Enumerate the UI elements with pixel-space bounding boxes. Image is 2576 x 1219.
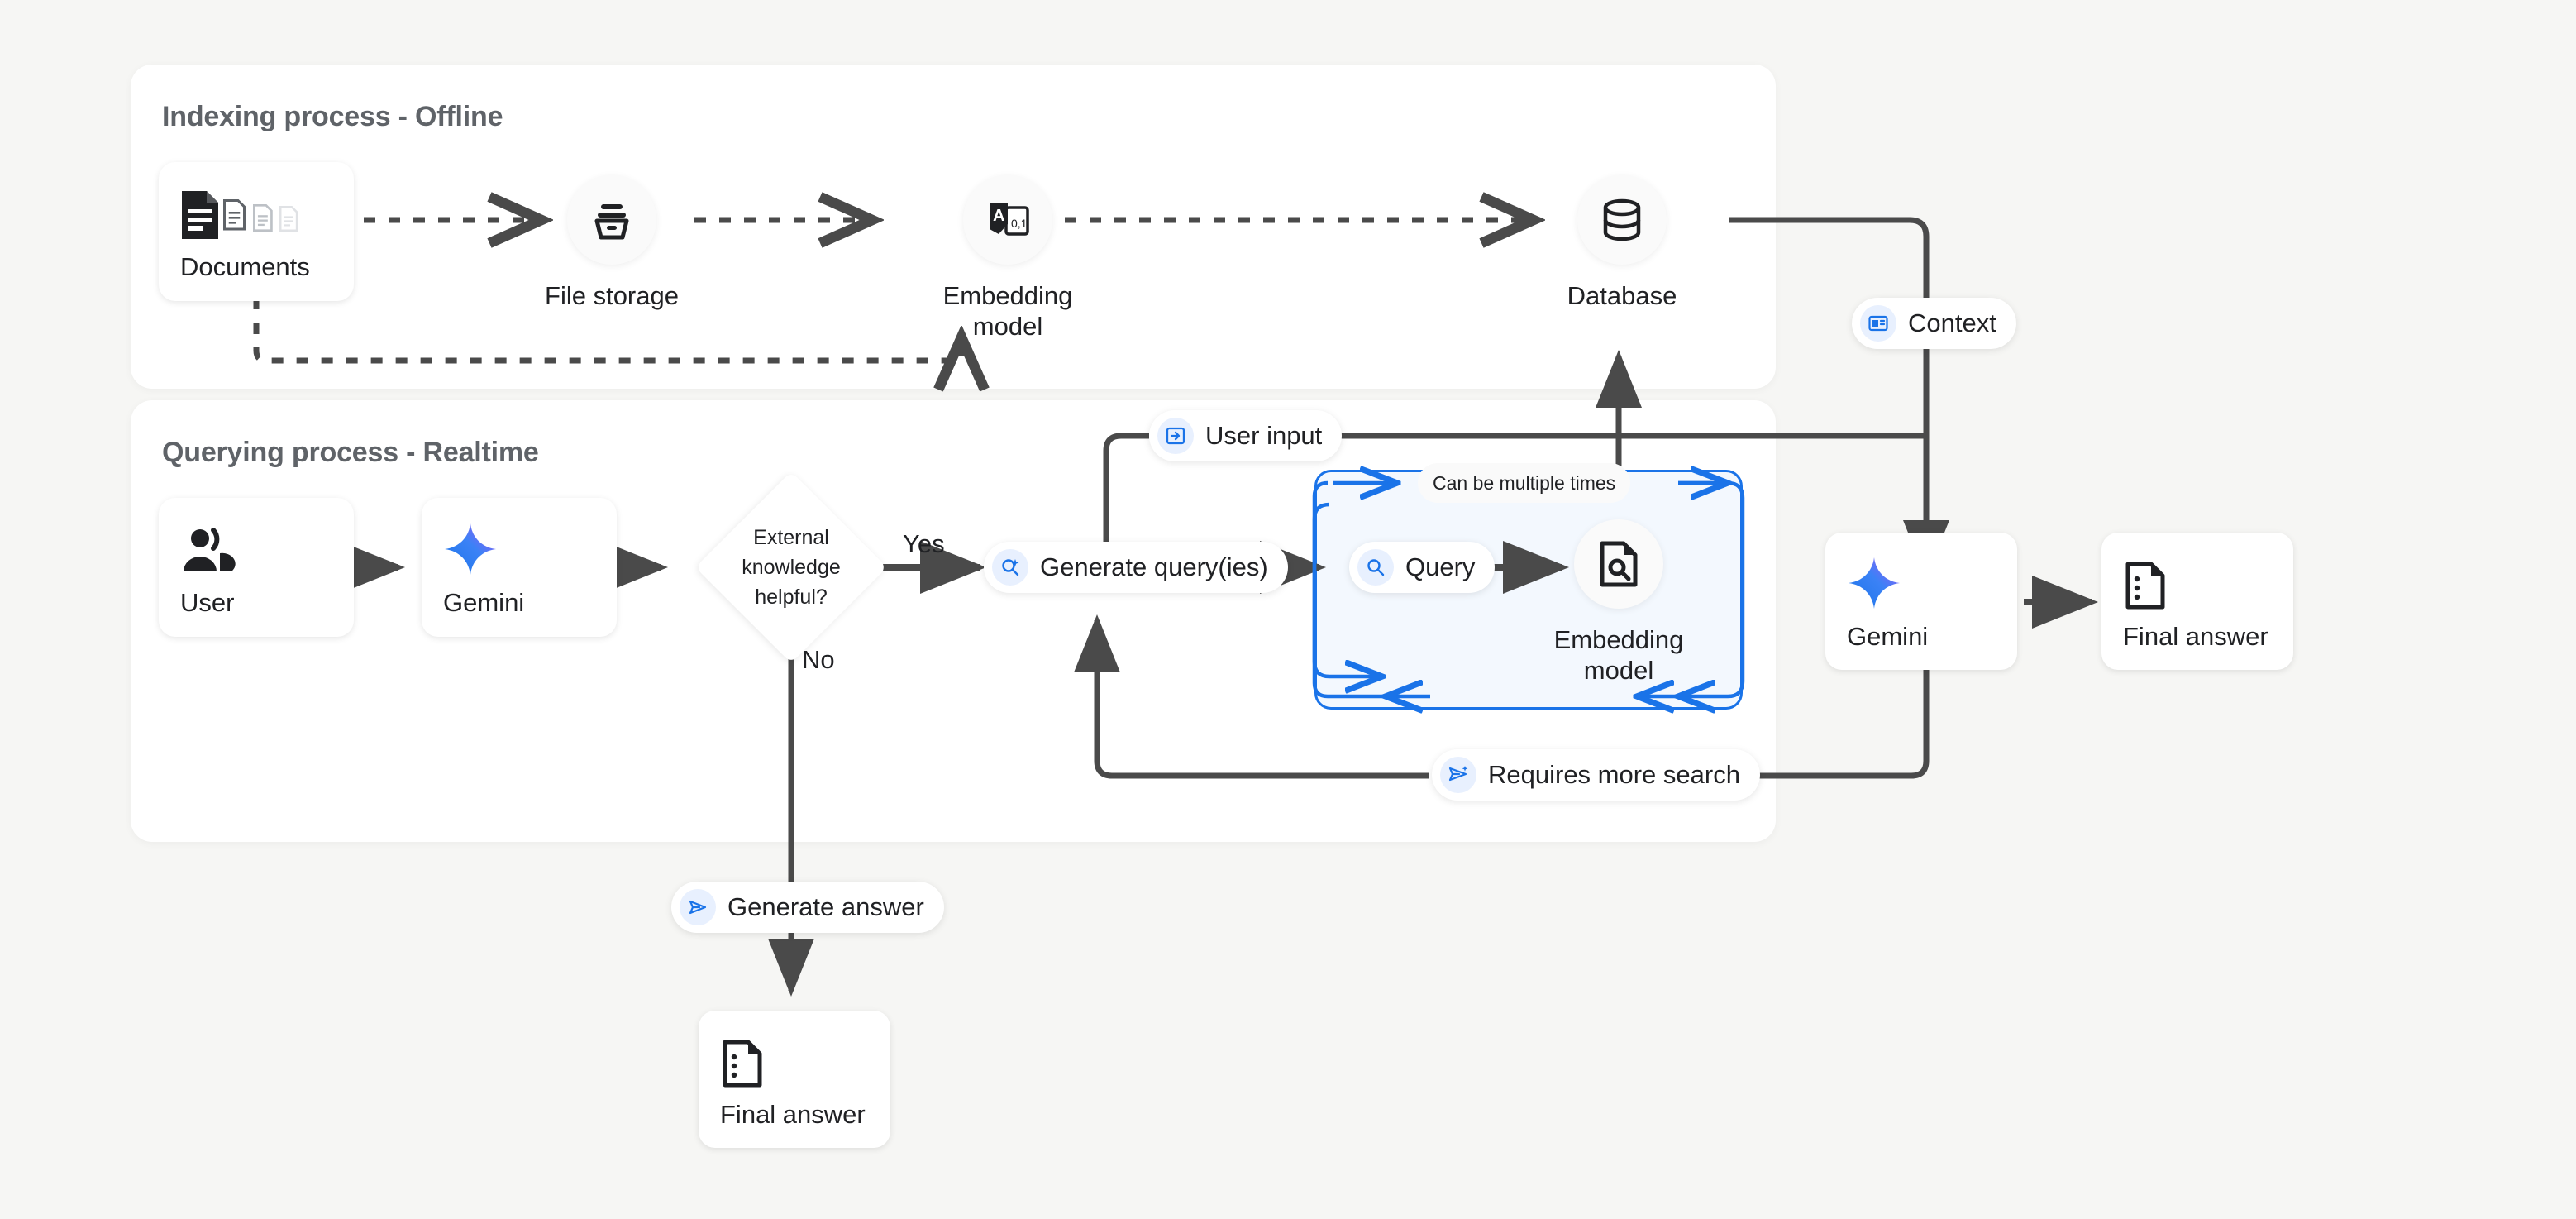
final-answer-right-label: Final answer xyxy=(2123,622,2268,651)
decision-label: External knowledge helpful? xyxy=(742,525,841,610)
answer-doc-icon xyxy=(2123,551,2293,610)
documents-icon xyxy=(180,181,354,241)
gemini-label: Gemini xyxy=(443,588,525,617)
node-embedding-model-indexing[interactable]: 0,1 A Embedding model xyxy=(917,175,1099,342)
node-database[interactable]: Database xyxy=(1531,175,1713,312)
chip-context[interactable]: Context xyxy=(1852,298,2016,349)
chip-requires-more-search[interactable]: Requires more search xyxy=(1432,749,1760,801)
requires-more-search-label: Requires more search xyxy=(1488,760,1740,789)
input-arrow-icon xyxy=(1157,418,1194,454)
user-input-label: User input xyxy=(1205,421,1323,450)
generate-answer-label: Generate answer xyxy=(727,892,924,921)
file-storage-label: File storage xyxy=(545,281,679,310)
user-label: User xyxy=(180,588,235,617)
context-card-icon xyxy=(1860,305,1896,342)
user-icon xyxy=(180,517,354,576)
svg-text:0,1: 0,1 xyxy=(1011,217,1028,230)
chip-generate-answer[interactable]: Generate answer xyxy=(671,882,944,933)
node-user[interactable]: User xyxy=(159,498,354,637)
answer-doc-icon xyxy=(720,1029,890,1088)
chip-query[interactable]: Query xyxy=(1349,542,1496,593)
document-search-icon xyxy=(1574,519,1663,609)
send-icon xyxy=(680,889,716,925)
panel-querying-title: Querying process - Realtime xyxy=(162,437,539,468)
generate-queries-label: Generate query(ies) xyxy=(1040,552,1268,581)
loop-note: Can be multiple times xyxy=(1418,463,1631,503)
node-embedding-model-query[interactable]: Embedding model xyxy=(1540,519,1697,686)
gemini-sparkle-icon xyxy=(443,517,617,576)
edge-label-no: No xyxy=(802,645,835,674)
embedding-model-label: Embedding model xyxy=(942,281,1073,341)
node-gemini-query[interactable]: Gemini xyxy=(422,498,617,637)
database-label: Database xyxy=(1567,281,1677,310)
node-final-answer-right[interactable]: Final answer xyxy=(2101,533,2293,670)
query-sparkle-icon xyxy=(992,549,1028,586)
chip-generate-queries[interactable]: Generate query(ies) xyxy=(984,542,1288,593)
node-file-storage[interactable]: File storage xyxy=(521,175,703,312)
node-documents[interactable]: Documents xyxy=(159,162,354,301)
send-sparkle-icon xyxy=(1440,757,1476,793)
context-label: Context xyxy=(1908,308,1996,337)
query-label: Query xyxy=(1405,552,1476,581)
panel-indexing-title: Indexing process - Offline xyxy=(162,101,503,132)
gemini-sparkle-icon xyxy=(1847,551,2017,610)
embedding-model-icon: 0,1 A xyxy=(963,175,1052,265)
final-answer-bottom-label: Final answer xyxy=(720,1100,866,1129)
database-icon xyxy=(1577,175,1667,265)
node-gemini-output[interactable]: Gemini xyxy=(1825,533,2017,670)
edge-label-yes: Yes xyxy=(903,529,945,558)
gemini-output-label: Gemini xyxy=(1847,622,1929,651)
svg-text:A: A xyxy=(993,207,1004,225)
embedding-model-query-label: Embedding model xyxy=(1553,625,1684,685)
decision-external-knowledge[interactable]: External knowledge helpful? xyxy=(695,471,887,663)
search-icon xyxy=(1357,549,1394,586)
documents-label: Documents xyxy=(180,252,310,281)
file-storage-icon xyxy=(567,175,656,265)
node-final-answer-bottom[interactable]: Final answer xyxy=(699,1011,890,1148)
chip-user-input[interactable]: User input xyxy=(1149,410,1343,461)
